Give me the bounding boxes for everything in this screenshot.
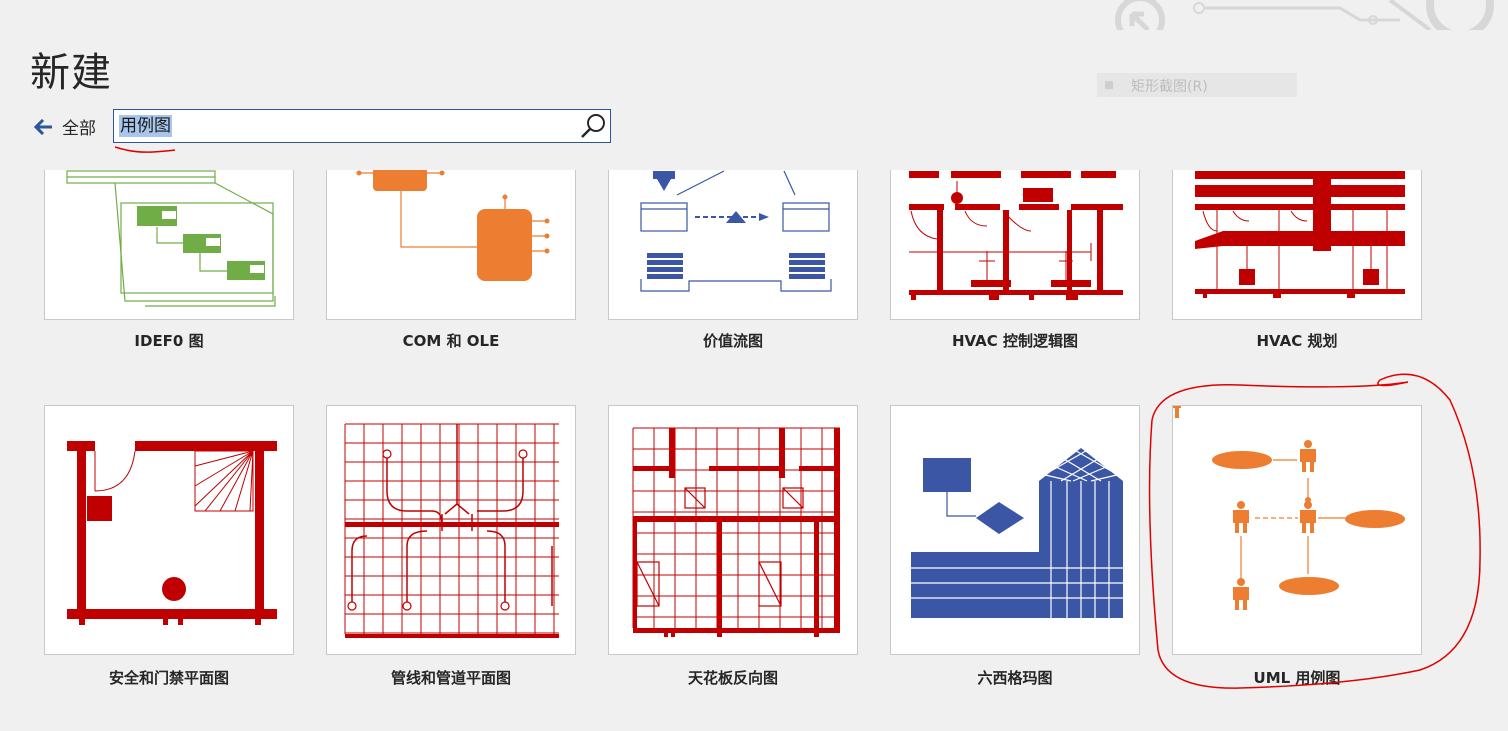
- plumbing-thumbnail: [344, 423, 559, 638]
- page-title: 新建: [30, 50, 112, 96]
- template-label-reflected-ceiling[interactable]: 天花板反向图: [687, 669, 778, 687]
- template-card-plumbing[interactable]: [326, 405, 576, 655]
- template-label-value-stream[interactable]: 价值流图: [702, 332, 763, 350]
- idef0-thumbnail: [66, 170, 276, 307]
- template-card-com-ole[interactable]: [326, 170, 576, 320]
- search-icon: [581, 114, 605, 138]
- template-label-six-sigma[interactable]: 六西格玛图: [977, 669, 1053, 687]
- template-label-hvac-plan[interactable]: HVAC 规划: [1256, 332, 1338, 350]
- template-gallery: IDEF0 图 COM 和 OLE 价值流图 HVAC 控制逻辑图 HVAC 规…: [0, 170, 1508, 731]
- template-card-security-access[interactable]: [44, 405, 294, 655]
- reflected-ceiling-thumbnail: [632, 427, 840, 637]
- snip-label: 矩形截图(R): [1131, 79, 1208, 95]
- search-input[interactable]: 用例图: [119, 115, 172, 137]
- back-arrow-icon: [34, 118, 52, 135]
- snip-tooltip: 矩形截图(R): [1097, 73, 1297, 97]
- six-sigma-thumbnail: [911, 447, 1123, 618]
- search-box[interactable]: 用例图: [113, 109, 611, 143]
- template-label-idef0[interactable]: IDEF0 图: [134, 332, 204, 350]
- hvac-plan-thumbnail: [1195, 171, 1405, 298]
- template-label-security-access[interactable]: 安全和门禁平面图: [108, 669, 229, 687]
- com-ole-thumbnail: [356, 170, 550, 281]
- back-all-label: 全部: [62, 119, 96, 139]
- security-access-thumbnail: [67, 441, 277, 625]
- template-card-value-stream[interactable]: [608, 170, 858, 320]
- template-label-hvac-control[interactable]: HVAC 控制逻辑图: [952, 332, 1078, 350]
- template-card-reflected-ceiling[interactable]: [608, 405, 858, 655]
- template-card-hvac-control[interactable]: [890, 170, 1140, 320]
- template-card-hvac-plan[interactable]: [1172, 170, 1422, 320]
- value-stream-thumbnail: [640, 170, 832, 292]
- hvac-control-thumbnail: [909, 171, 1123, 300]
- search-button[interactable]: [576, 110, 610, 142]
- decorative-circuit-graphic: [1115, 0, 1494, 30]
- template-card-uml-use-case[interactable]: [1172, 405, 1422, 655]
- template-label-uml-use-case[interactable]: UML 用例图: [1253, 669, 1341, 687]
- snip-icon: [1105, 81, 1113, 89]
- template-card-six-sigma[interactable]: [890, 405, 1140, 655]
- handwritten-underline: [114, 146, 176, 153]
- template-card-idef0[interactable]: [44, 170, 294, 320]
- template-label-plumbing[interactable]: 管线和管道平面图: [390, 669, 511, 687]
- uml-use-case-thumbnail: [1173, 406, 1405, 610]
- back-all-button[interactable]: 全部: [34, 114, 96, 139]
- template-label-com-ole[interactable]: COM 和 OLE: [402, 332, 500, 350]
